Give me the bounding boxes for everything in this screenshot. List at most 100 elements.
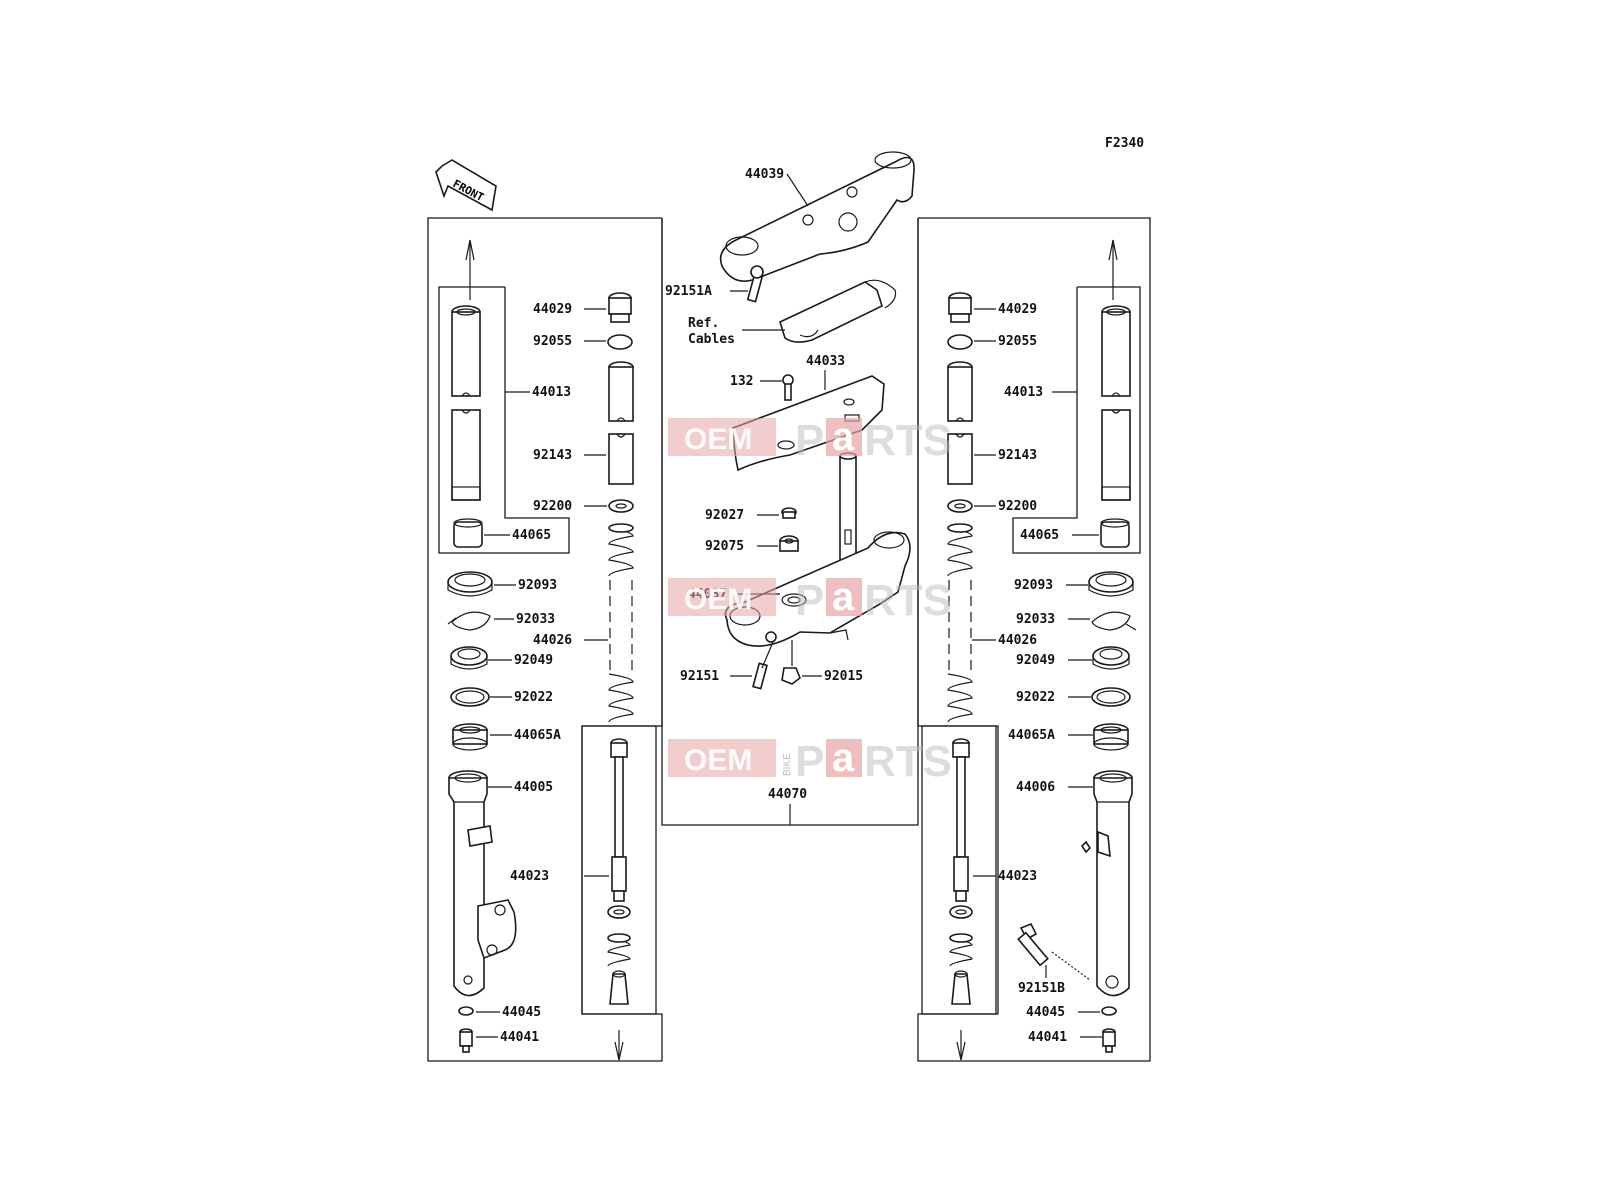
left-label-44005: 44005: [514, 780, 553, 795]
label-cables: Cables: [688, 332, 735, 347]
left-label-44013: 44013: [532, 385, 571, 400]
right-label-44029: 44029: [998, 302, 1037, 317]
label-ref: Ref.: [688, 316, 719, 331]
right-fork-tube-44013[interactable]: [1101, 305, 1131, 501]
right-inner-frame: [1012, 286, 1141, 554]
right-bolt-44041[interactable]: [1102, 1028, 1116, 1053]
right-oring-92055[interactable]: [947, 334, 973, 350]
left-washer-92200[interactable]: [608, 499, 634, 513]
bolt-132[interactable]: [782, 374, 794, 401]
label-92075: 92075: [705, 539, 744, 554]
bolt-92151[interactable]: [752, 631, 777, 690]
left-spring-44026[interactable]: [608, 523, 634, 723]
right-clip-92033[interactable]: [1091, 611, 1137, 631]
label-92151: 92151: [680, 669, 719, 684]
left-damper-frame: [581, 725, 657, 1015]
right-spring-44026[interactable]: [947, 523, 973, 723]
left-collar-92143[interactable]: [608, 361, 634, 485]
watermark-oem: OEM: [684, 423, 752, 456]
right-label-92151B: 92151B: [1018, 981, 1065, 996]
watermark-3: OEM BIKE P a RTS: [668, 736, 952, 786]
left-bushing-44065[interactable]: [453, 518, 483, 548]
left-label-92093: 92093: [518, 578, 557, 593]
left-bushing-44065A[interactable]: [452, 723, 488, 751]
right-label-44006: 44006: [1016, 780, 1055, 795]
label-44070: 44070: [768, 787, 807, 802]
left-washer-44045[interactable]: [458, 1006, 474, 1016]
left-label-44029: 44029: [533, 302, 572, 317]
right-label-44013: 44013: [1004, 385, 1043, 400]
left-label-44065A: 44065A: [514, 728, 561, 743]
bearing-92075[interactable]: [779, 535, 799, 552]
left-label-44023: 44023: [510, 869, 549, 884]
top-bracket-44039[interactable]: [719, 151, 915, 282]
left-bolt-44041[interactable]: [459, 1028, 473, 1053]
left-outer-tube-44005[interactable]: [448, 770, 517, 997]
right-label-44023: 44023: [998, 869, 1037, 884]
watermark-a: a: [832, 415, 855, 459]
left-label-92200: 92200: [533, 499, 572, 514]
right-outer-tube-44006[interactable]: [1080, 770, 1133, 997]
front-arrow-icon: FRONT: [435, 159, 497, 212]
label-92027: 92027: [705, 508, 744, 523]
watermark-a: a: [832, 736, 855, 780]
watermark-oem: OEM: [684, 583, 752, 616]
right-cap-44029[interactable]: [948, 292, 972, 323]
right-seal-92093[interactable]: [1088, 571, 1134, 597]
diagram-code: F2340: [1105, 136, 1144, 151]
right-label-92055: 92055: [998, 334, 1037, 349]
washer-92027[interactable]: [781, 507, 797, 519]
left-cap-44029[interactable]: [608, 292, 632, 323]
cable-bracket[interactable]: [779, 279, 897, 343]
left-label-44026: 44026: [533, 633, 572, 648]
left-fork-tube-44013[interactable]: [451, 305, 481, 501]
right-bushing-44065[interactable]: [1100, 518, 1130, 548]
left-label-92055: 92055: [533, 334, 572, 349]
watermark-p: P: [795, 737, 824, 786]
right-label-44045: 44045: [1026, 1005, 1065, 1020]
label-44039: 44039: [745, 167, 784, 182]
left-label-44045: 44045: [502, 1005, 541, 1020]
label-92151A: 92151A: [665, 284, 712, 299]
right-label-92033: 92033: [1016, 612, 1055, 627]
right-label-44041: 44041: [1028, 1030, 1067, 1045]
watermark-2: OEM P a RTS: [668, 575, 952, 625]
left-inner-frame: [438, 286, 570, 554]
watermark-bike: BIKE: [782, 753, 793, 776]
center-frame-left: [661, 218, 919, 826]
left-oring-92055[interactable]: [607, 334, 633, 350]
left-label-44065: 44065: [512, 528, 551, 543]
watermark-rts: RTS: [864, 737, 952, 786]
left-washer-92022[interactable]: [450, 687, 490, 707]
left-label-92022: 92022: [514, 690, 553, 705]
watermark-a: a: [832, 575, 855, 619]
left-oil-seal-92049[interactable]: [450, 646, 488, 670]
right-bolt-92151B[interactable]: [1017, 922, 1049, 967]
right-washer-44045[interactable]: [1101, 1006, 1117, 1016]
right-damper-frame: [921, 725, 997, 1015]
left-seal-92093[interactable]: [447, 571, 493, 597]
right-label-92022: 92022: [1016, 690, 1055, 705]
right-washer-92200[interactable]: [947, 499, 973, 513]
left-label-92033: 92033: [516, 612, 555, 627]
right-washer-92022[interactable]: [1091, 687, 1131, 707]
right-label-92143: 92143: [998, 448, 1037, 463]
right-oil-seal-92049[interactable]: [1092, 646, 1130, 670]
watermark-oem: OEM: [684, 744, 752, 777]
left-clip-92033[interactable]: [447, 611, 491, 631]
right-label-92093: 92093: [1014, 578, 1053, 593]
right-label-44065: 44065: [1020, 528, 1059, 543]
left-damper-rod-44023[interactable]: [607, 738, 631, 1005]
label-132: 132: [730, 374, 753, 389]
right-bushing-44065A[interactable]: [1093, 723, 1129, 751]
right-collar-92143[interactable]: [947, 361, 973, 485]
watermark-1: OEM P a RTS: [668, 415, 952, 465]
label-44033: 44033: [806, 354, 845, 369]
right-label-92200: 92200: [998, 499, 1037, 514]
right-damper-rod-44023[interactable]: [949, 738, 973, 1005]
nut-92015[interactable]: [781, 667, 801, 685]
right-label-92049: 92049: [1016, 653, 1055, 668]
left-label-92143: 92143: [533, 448, 572, 463]
bolt-92151A[interactable]: [746, 265, 764, 303]
